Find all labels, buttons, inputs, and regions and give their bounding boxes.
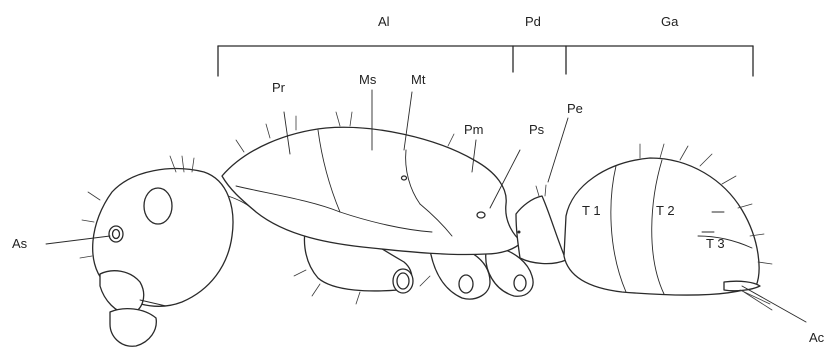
label-metanotum: Mt — [411, 72, 426, 87]
compound-eye — [144, 188, 172, 224]
region-brackets — [218, 46, 753, 76]
label-pronotum: Pr — [272, 80, 286, 95]
label-propodeum: Pm — [464, 122, 484, 137]
gaster — [564, 158, 760, 295]
petiole — [516, 185, 566, 264]
antennal-socket — [109, 226, 123, 242]
label-acidopore: Ac — [809, 330, 825, 345]
label-tergite-1: T 1 — [582, 203, 601, 218]
petiole-spiracle — [518, 231, 521, 234]
region-label-gaster: Ga — [661, 14, 679, 29]
head — [93, 169, 256, 347]
region-label-alitrunk: Al — [378, 14, 390, 29]
label-petiole: Pe — [567, 101, 583, 116]
label-tergite-3: T 3 — [706, 236, 725, 251]
region-label-pedicel: Pd — [525, 14, 541, 29]
label-tergite-2: T 2 — [656, 203, 675, 218]
label-antennal-socket: As — [12, 236, 28, 251]
label-mesonotum: Ms — [359, 72, 377, 87]
label-propodeal-spiracle: Ps — [529, 122, 545, 137]
